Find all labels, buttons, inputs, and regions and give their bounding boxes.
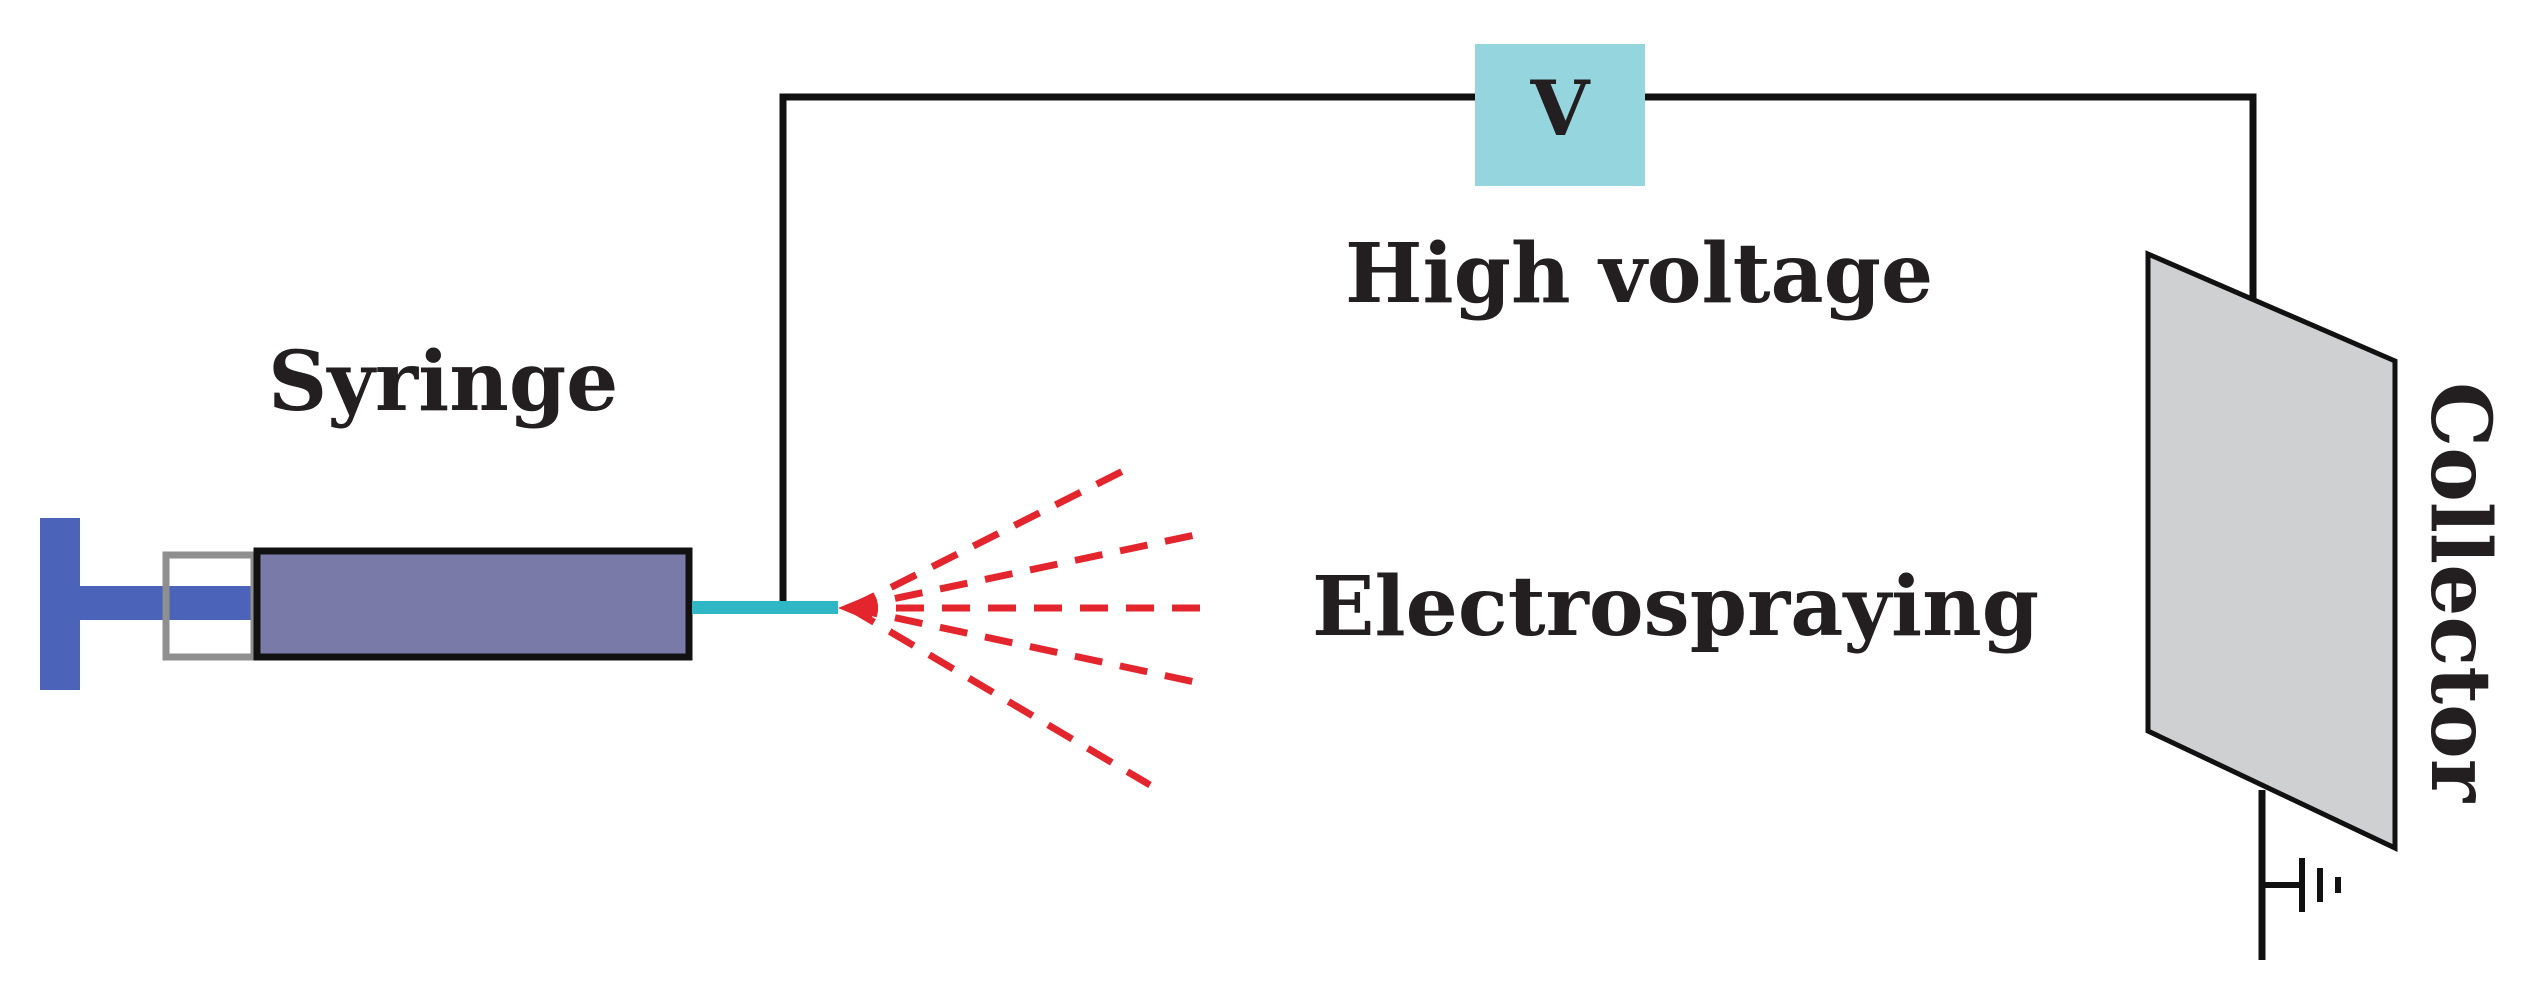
electrospraying-label: Electrospraying [1312,559,2039,655]
syringe [40,518,838,690]
voltage-source: V [1475,44,1645,186]
circuit-wire [779,93,1475,609]
collector-plate [2145,250,2398,852]
plunger-rod [80,586,260,620]
ground-symbol-icon [2262,858,2341,912]
voltage-box [1475,44,1645,186]
syringe-needle [692,601,838,614]
syringe-label: Syringe [268,334,618,430]
syringe-barrel [253,547,693,661]
plunger-handle [40,518,80,690]
collector-label: Collector [2412,382,2508,804]
spray-cone-icon [838,466,1212,789]
high-voltage-label: High voltage [1345,226,1933,322]
voltage-symbol: V [1530,64,1592,153]
circuit-wire-right [1640,93,2257,308]
